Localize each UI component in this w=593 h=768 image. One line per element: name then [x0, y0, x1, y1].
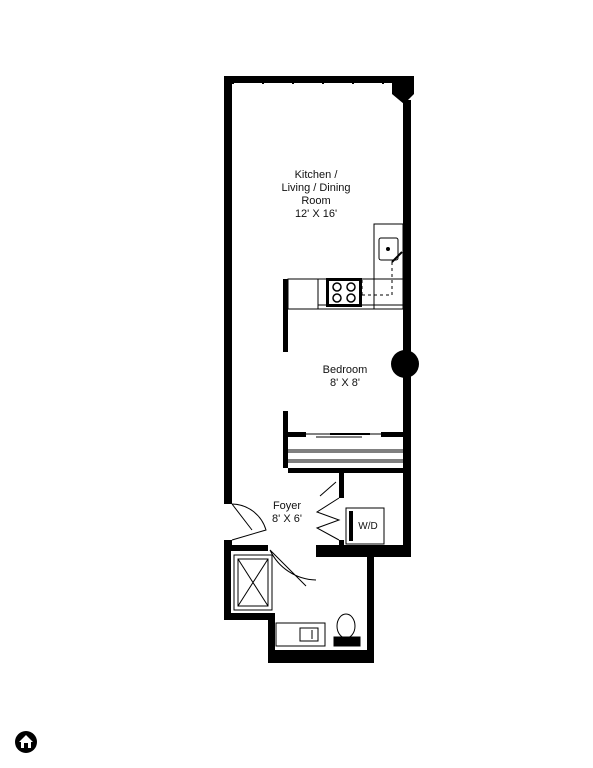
kitchen-size: 12' X 16'	[294, 208, 338, 220]
washer-dryer-icon	[345, 507, 385, 545]
bathroom-bottom-wall	[268, 650, 374, 663]
toilet-icon	[333, 613, 361, 647]
foyer-label: Foyer 8' X 6'	[257, 500, 317, 526]
laundry-wall-left	[339, 473, 344, 498]
left-wall-lower	[224, 540, 232, 546]
bathroom-left-wall	[224, 545, 231, 620]
refrigerator-outline	[361, 262, 393, 296]
foyer-size: 8' X 6'	[272, 513, 302, 525]
top-window-wall	[224, 76, 398, 83]
kitchen-name-line-1: Kitchen /	[294, 169, 338, 181]
kitchen-name-line-2: Living / Dining	[281, 182, 351, 194]
window-mullions	[232, 76, 384, 84]
bathroom-door-swing	[269, 549, 317, 587]
bedroom-left-wall	[283, 411, 288, 468]
bathroom-right-wall	[367, 551, 374, 663]
bathroom-top-wall	[224, 545, 268, 551]
closet-bottom-wall	[288, 468, 403, 473]
closet-wall-left	[288, 432, 306, 437]
closet-sliding-doors	[306, 433, 381, 438]
foyer-bottom-wall	[316, 545, 411, 557]
laundry-bifold-doors	[315, 481, 341, 541]
right-wall	[403, 100, 411, 557]
left-wall-upper	[224, 76, 232, 504]
bathroom-left-bottom	[224, 613, 274, 620]
foyer-name: Foyer	[272, 500, 302, 512]
round-column	[391, 350, 419, 378]
bedroom-size: 8' X 8'	[330, 377, 360, 389]
corner-column	[392, 76, 414, 104]
entry-door-swing	[231, 503, 267, 541]
closet-shelf	[288, 449, 403, 463]
bedroom-name: Bedroom	[322, 364, 368, 376]
kitchen-label: Kitchen / Living / Dining Room 12' X 16'	[258, 169, 374, 221]
kitchen-sink-icon	[378, 237, 403, 263]
house-logo-icon	[15, 731, 37, 753]
washer-dryer-label: W/D	[358, 521, 378, 532]
kitchen-name-line-3: Room	[301, 195, 331, 207]
range-icon	[326, 278, 362, 307]
bedroom-label: Bedroom 8' X 8'	[305, 364, 385, 390]
shower-icon	[233, 554, 273, 611]
closet-wall-right	[381, 432, 403, 437]
bathroom-step-wall	[268, 613, 275, 663]
kitchen-partition-wall	[283, 279, 288, 352]
vanity-sink-icon	[275, 622, 326, 647]
